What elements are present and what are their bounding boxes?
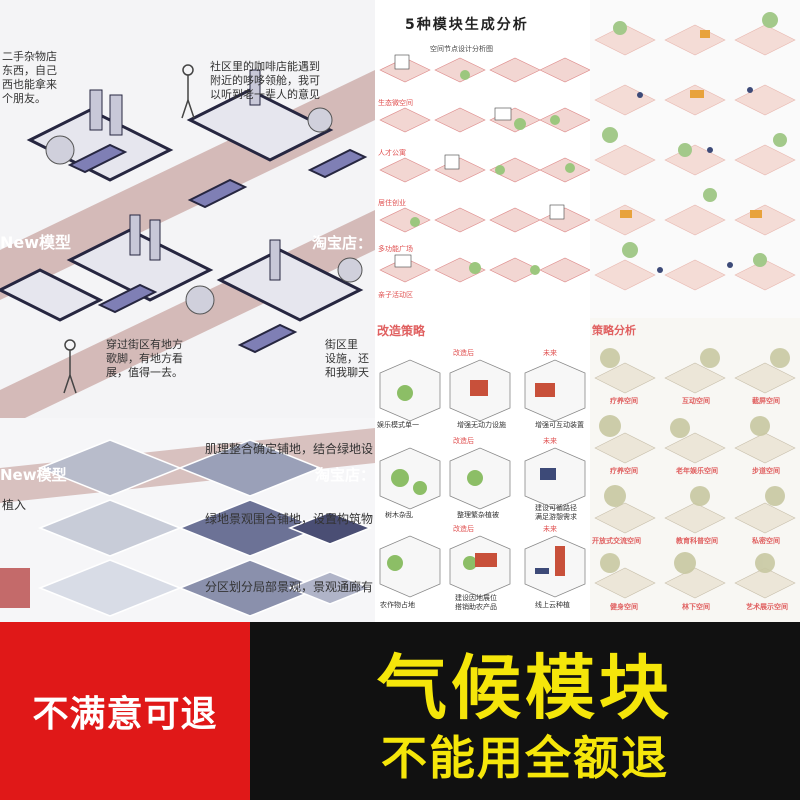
refund-note: 不满意可退: [32, 694, 218, 735]
strategy-label-3: 截屏空间: [752, 397, 780, 405]
caption-2: 增强无动力设施: [457, 421, 506, 429]
strategy-label-9: 私密空间: [752, 537, 780, 545]
caption-8: 建设因地展位 搭销助农产品: [455, 594, 497, 611]
row-label-4: 多功能广场: [378, 245, 413, 253]
product-title: 气候模块: [377, 647, 673, 729]
header-future-3: 未来: [543, 525, 557, 533]
caption-4: 树木杂乱: [385, 511, 413, 519]
header-future-1: 未来: [543, 349, 557, 357]
shop-description-1: 二手杂物店 东西，自己 西也能拿来 个朋友。: [2, 50, 57, 105]
street-description: 穿过街区有地方 歌脚，有地方看 展，值得一去。: [106, 338, 183, 379]
strategy-label-4: 疗养空间: [610, 467, 638, 475]
strategy-label-2: 互动空间: [682, 397, 710, 405]
row-label-1: 生态微空间: [378, 99, 413, 107]
paving-grid-illustration: [0, 428, 375, 617]
new-model-label: New模型: [0, 233, 72, 252]
strategy-label-1: 疗养空间: [610, 397, 638, 405]
paving-note-1: 肌理整合确定铺地，结合绿地设: [205, 442, 374, 456]
strategy-label-8: 教育科普空间: [676, 537, 718, 545]
taobao-store-label-2: 淘宝店：: [315, 466, 375, 484]
refund-banner: 不满意可退: [0, 622, 250, 800]
row-label-3: 居住创业: [378, 199, 406, 207]
header-future-2: 未来: [543, 437, 557, 445]
cafe-description: 社区里的咖啡店能遇到 附近的哆哆领舱，我可 以听到老一辈人的意见: [210, 60, 320, 101]
product-title-banner: 气候模块 不能用全额退: [250, 622, 800, 800]
renovation-strategy-title: 改造策略: [377, 324, 426, 338]
module-grid-illustration: [379, 54, 590, 283]
strategy-analysis-panel: 策略分析 疗养空间 互动空间 截屏空间 疗养空间 老年娱乐空间 步道空间 开放式…: [590, 318, 800, 622]
row-label-5: 亲子活动区: [378, 291, 413, 299]
strategy-analysis-illustration: [594, 348, 796, 599]
taobao-store-label: 淘宝店：: [312, 234, 373, 252]
new-model-label-2: New模型: [0, 466, 67, 484]
strategy-label-6: 步道空间: [752, 467, 780, 475]
product-subtitle: 不能用全额退: [381, 731, 669, 785]
module-analysis-panel: 5种模块生成分析 空间节点设计分析图 生态微空间 人才公寓 居住创业 多功能广场…: [375, 0, 590, 318]
module-analysis-subtitle: 空间节点设计分析图: [430, 45, 493, 53]
implant-label: 植入: [2, 498, 27, 512]
header-after-1: 改造后: [453, 349, 474, 357]
strategy-label-11: 林下空间: [682, 603, 710, 611]
module-analysis-title: 5种模块生成分析: [405, 17, 529, 33]
street-isometric-illustration: [0, 64, 375, 418]
street-facility-description: 街区里 设施，还 和我聊天: [325, 338, 369, 379]
paving-note-3: 分区划分局部景观，景观通廊有: [205, 580, 374, 594]
renovation-cubes-illustration: [379, 359, 586, 598]
park-tiles-illustration: [594, 12, 796, 291]
header-after-3: 改造后: [453, 525, 474, 533]
strategy-label-5: 老年娱乐空间: [676, 467, 718, 475]
caption-5: 整理繁杂植被: [457, 511, 499, 519]
park-tiles-panel: [590, 0, 800, 318]
row-label-2: 人才公寓: [378, 149, 406, 157]
caption-9: 线上云种植: [535, 601, 570, 609]
caption-3: 增强可互动装置: [535, 421, 584, 429]
caption-6: 建设可循路径 满足游憩需求: [535, 504, 577, 521]
strategy-label-10: 健身空间: [610, 603, 638, 611]
strategy-label-7: 开放式交流空间: [592, 537, 641, 545]
renovation-strategy-panel: 改造策略 改造后 未来 改造后 未来 改造后 未来 娱乐模式单一 增强无动力设施: [375, 318, 590, 622]
street-module-panel: 二手杂物店 东西，自己 西也能拿来 个朋友。 社区里的咖啡店能遇到 附近的哆哆领…: [0, 0, 375, 418]
paving-note-2: 绿地景观围合铺地，设置构筑物: [205, 512, 374, 526]
caption-7: 农作物占地: [380, 601, 415, 609]
paving-grid-panel: New模型 淘宝店： 植入 肌理整合确定铺地，结合绿地设 绿地景观围合铺地，设置…: [0, 418, 375, 622]
strategy-label-12: 艺术展示空间: [746, 603, 788, 611]
strategy-analysis-title: 策略分析: [592, 324, 636, 337]
header-after-2: 改造后: [453, 437, 474, 445]
caption-1: 娱乐模式单一: [377, 421, 419, 429]
